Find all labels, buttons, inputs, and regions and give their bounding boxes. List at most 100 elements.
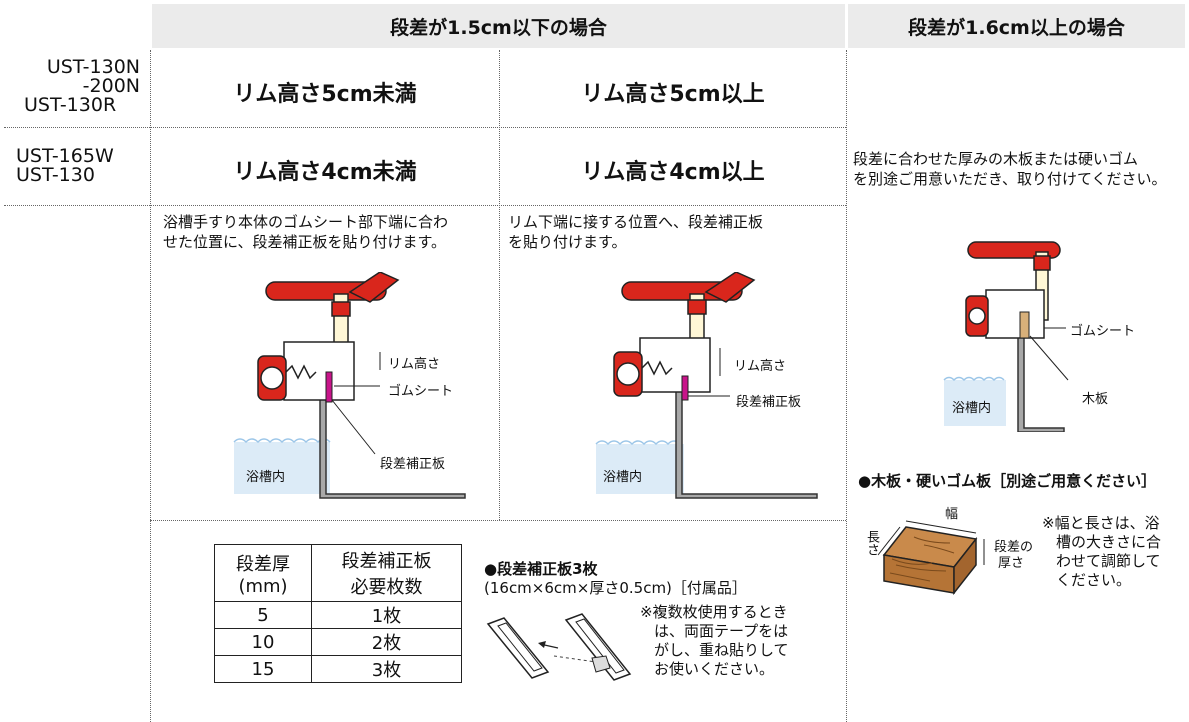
clamp-knob-face <box>260 366 284 390</box>
table-cell: 1枚 <box>311 601 462 629</box>
table-row: 5 1枚 <box>214 601 462 629</box>
board-title: ●木板・硬いゴム板［別途ご用意ください］ <box>858 472 1157 490</box>
handle-grip-arm <box>348 272 400 303</box>
handle-grip-arm <box>704 272 756 303</box>
rim-r1-lt: リム高さ5cm未満 <box>233 82 417 107</box>
divider-h1 <box>4 127 846 128</box>
water-area <box>234 442 330 494</box>
label-width: 幅 <box>945 507 959 522</box>
plate-left-inner <box>497 622 543 672</box>
model-name: UST-130N <box>46 56 140 78</box>
right-description: 段差に合わせた厚みの木板または硬いゴム を別途ご用意いただき、取り付けてください… <box>853 149 1187 189</box>
clamp-body <box>985 289 1045 339</box>
plate-spec: (16cm×6cm×厚さ0.5cm)［付属品］ <box>484 579 747 597</box>
label-rubber-sheet: ゴムシート <box>388 384 454 399</box>
model-group-1: UST-130N -200N UST-130R <box>8 58 140 115</box>
clamp-knob-face <box>616 362 640 386</box>
divider-v2 <box>499 50 500 520</box>
table-header-row: 段差厚 (mm) 段差補正板 必要枚数 <box>214 544 462 602</box>
water-area <box>944 380 1006 426</box>
plate-count-table: 段差厚 (mm) 段差補正板 必要枚数 5 1枚 10 2枚 15 3枚 <box>214 544 462 683</box>
clamp-body <box>639 337 711 393</box>
header-line: (mm) <box>238 575 288 597</box>
desc-line: を別途ご用意いただき、取り付けてください。 <box>853 170 1167 188</box>
note-line: がし、重ね貼りして <box>654 641 789 659</box>
clamp-knob-face <box>968 307 986 325</box>
note-line: ※複数枚使用するとき <box>640 603 788 621</box>
header-col-b: 段差が1.6cm以上の場合 <box>848 4 1185 48</box>
table-header-cell: 段差厚 (mm) <box>214 544 312 602</box>
handle-post-cap <box>1033 255 1051 271</box>
clamp-screw <box>641 360 673 376</box>
mid-description: リム下端に接する位置へ、段差補正板 を貼り付けます。 <box>508 212 842 252</box>
handle-post-cap <box>331 301 351 317</box>
desc-line: を貼り付けます。 <box>508 233 627 251</box>
divider-h3 <box>150 520 846 521</box>
thickness-line: 段差の <box>994 540 1034 555</box>
rim-r1-ge: リム高さ5cm以上 <box>581 82 765 107</box>
diagram-wood-board <box>943 241 1069 432</box>
table-row: 10 2枚 <box>214 628 462 656</box>
arrow-head <box>538 641 546 648</box>
tape-dash <box>553 655 597 663</box>
left-description: 浴槽手すり本体のゴムシート部下端に合わ せた位置に、段差補正板を貼り付けます。 <box>163 212 497 252</box>
rubber-sheet-strip <box>325 371 333 403</box>
plate-note: ※複数枚使用するとき は、両面テープをは がし、重ね貼りして お使いください。 <box>640 603 840 679</box>
note-line: ください。 <box>1056 571 1132 589</box>
model-group-2: UST-165W UST-130 <box>16 147 140 185</box>
divider-h2 <box>4 205 846 206</box>
table-cell: 2枚 <box>311 628 462 656</box>
length-dim <box>877 526 901 556</box>
note-line: は、両面テープをは <box>654 622 789 640</box>
rim-r2-ge: リム高さ4cm以上 <box>581 160 765 185</box>
desc-line: リム下端に接する位置へ、段差補正板 <box>508 213 764 231</box>
wood-board-illustration <box>877 520 985 596</box>
header-col-a-text: 段差が1.5cm以下の場合 <box>390 16 607 39</box>
label-wood-board: 木板 <box>1082 392 1109 407</box>
label-bathtub-inside: 浴槽内 <box>603 470 643 485</box>
desc-line: せた位置に、段差補正板を貼り付けます。 <box>163 233 447 251</box>
board-side <box>953 536 977 596</box>
label-thickness: 段差の 厚さ <box>994 540 1033 572</box>
table-cell: 10 <box>214 628 312 656</box>
desc-line: 浴槽手すり本体のゴムシート部下端に合わ <box>163 213 449 231</box>
plate-title: ●段差補正板3枚 <box>484 560 598 578</box>
label-bathtub-inside: 浴槽内 <box>952 401 992 416</box>
label-length: 長さ <box>864 530 879 556</box>
wood-leader <box>1029 335 1069 381</box>
table-cell: 3枚 <box>311 655 462 683</box>
table-header-cell: 段差補正板 必要枚数 <box>311 544 462 602</box>
label-correction-plate: 段差補正板 <box>736 395 802 410</box>
rim-r2-lt: リム高さ4cm未満 <box>233 160 417 185</box>
board-grain <box>889 536 955 582</box>
water-wave <box>595 440 681 446</box>
clamp-body <box>283 341 355 401</box>
desc-line: 段差に合わせた厚みの木板または硬いゴム <box>853 150 1139 168</box>
note-line: わせて調節して <box>1056 552 1161 570</box>
model-name: UST-130R <box>24 94 117 116</box>
note-line: 槽の大きさに合 <box>1056 533 1162 551</box>
handle-post-cap <box>687 299 707 315</box>
board-note: ※幅と長さは、浴 槽の大きさに合 わせて調節して ください。 <box>1042 514 1187 590</box>
note-line: お使いください。 <box>654 660 775 678</box>
model-name: UST-130 <box>16 164 95 186</box>
label-bathtub-inside: 浴槽内 <box>246 470 286 485</box>
header-col-a: 段差が1.5cm以下の場合 <box>152 4 845 48</box>
header-line: 段差厚 <box>236 553 290 575</box>
plate-stack-illustration <box>486 613 632 681</box>
label-correction-plate: 段差補正板 <box>380 457 446 472</box>
table-cell: 5 <box>214 601 312 629</box>
label-rim-height: リム高さ <box>388 357 441 372</box>
note-line: ※幅と長さは、浴 <box>1042 514 1160 532</box>
water-wave <box>943 376 1005 382</box>
water-wave <box>233 438 331 444</box>
plate-leader <box>331 399 376 455</box>
clamp-screw <box>285 364 317 380</box>
width-dim <box>905 520 977 534</box>
header-line: 段差補正板 <box>341 551 432 572</box>
model-name: UST-165W <box>16 145 114 167</box>
table-cell: 15 <box>214 655 312 683</box>
header-line: 必要枚数 <box>350 577 423 598</box>
label-rubber-sheet: ゴムシート <box>1070 324 1136 339</box>
divider-v3 <box>846 50 847 722</box>
